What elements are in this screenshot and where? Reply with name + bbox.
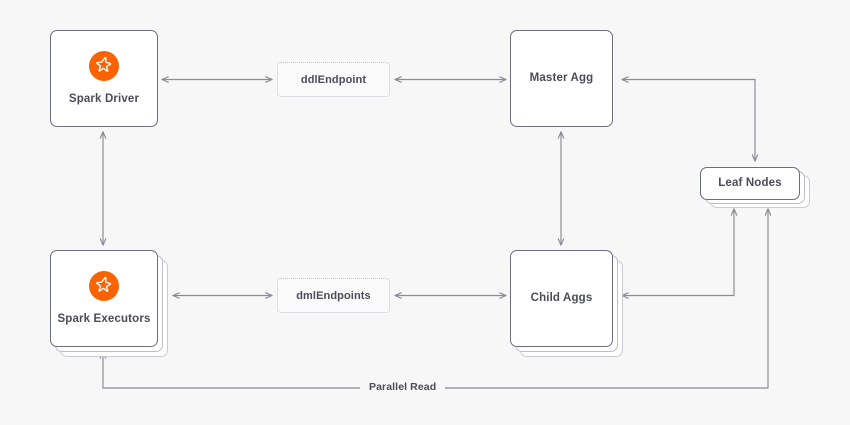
node-label: Leaf Nodes: [718, 176, 782, 189]
node-label: Spark Driver: [68, 92, 140, 105]
node-label: Master Agg: [529, 71, 594, 84]
edge-label-parallel-read: Parallel Read: [360, 381, 446, 393]
edge-master-leaf-in: [621, 76, 759, 162]
node-label: Spark Executors: [57, 312, 151, 325]
endpoint-label: ddlEndpoint: [300, 73, 367, 86]
endpoint-ddl[interactable]: ddlEndpoint: [277, 62, 390, 97]
node-spark-driver[interactable]: Spark Driver: [50, 30, 158, 127]
node-leaf-nodes[interactable]: Leaf Nodes: [700, 167, 800, 200]
node-spark-executors[interactable]: Spark Executors: [50, 250, 158, 347]
spark-logo-icon: [89, 270, 119, 301]
spark-logo-icon: [89, 50, 119, 81]
endpoint-dml[interactable]: dmlEndpoints: [277, 278, 390, 313]
endpoint-label: dmlEndpoints: [296, 289, 371, 302]
edge-parallel-read: [99, 208, 772, 389]
node-master-agg[interactable]: Master Agg: [510, 30, 613, 127]
edge-child-leaf: [621, 208, 738, 299]
node-child-aggs[interactable]: Child Aggs: [510, 250, 613, 347]
node-label: Child Aggs: [530, 291, 593, 304]
